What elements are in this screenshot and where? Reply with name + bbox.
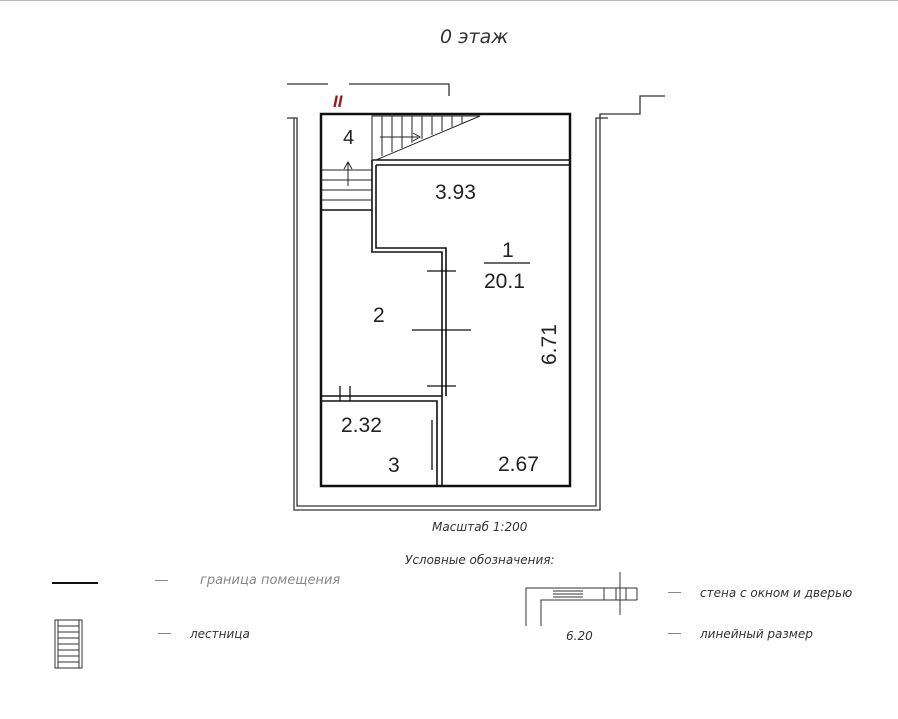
outer-walls (287, 83, 665, 511)
legend-wall-window-door-symbol (525, 587, 638, 626)
legend-dimension-sample: 6.20 (566, 629, 593, 643)
room-3-number: 3 (388, 454, 400, 477)
scale-label: Масштаб 1:200 (432, 520, 528, 534)
room-2-number: 2 (373, 304, 385, 327)
legend-title: Условные обозначения: (405, 553, 555, 567)
legend-stairs-symbol (54, 619, 83, 669)
dimension-6-71: 6.71 (538, 324, 561, 365)
section-mark: II (333, 92, 344, 111)
legend-dash: — (668, 625, 681, 640)
room-1-number: 1 (502, 239, 514, 262)
room-4-number: 4 (343, 127, 354, 149)
floor-title: 0 этаж (440, 26, 509, 48)
legend-dash: — (158, 625, 171, 640)
legend-label-boundary: граница помещения (200, 573, 341, 588)
legend-label-wall-window-door: стена с окном и дверью (700, 586, 853, 600)
top-border-line (0, 0, 898, 1)
room-1-area: 20.1 (484, 270, 525, 293)
dimension-3-93: 3.93 (435, 181, 476, 204)
door-marks (339, 270, 471, 470)
legend-dash: — (155, 572, 168, 587)
room-boundary (319, 112, 572, 488)
inner-partitions (321, 159, 570, 486)
dimension-2-67: 2.67 (498, 453, 539, 476)
dimension-2-32: 2.32 (341, 414, 382, 437)
legend-label-stairs: лестница (190, 627, 250, 641)
legend-label-dimension: линейный размер (700, 627, 813, 641)
legend-dash: — (668, 584, 681, 599)
staircase (321, 115, 481, 201)
